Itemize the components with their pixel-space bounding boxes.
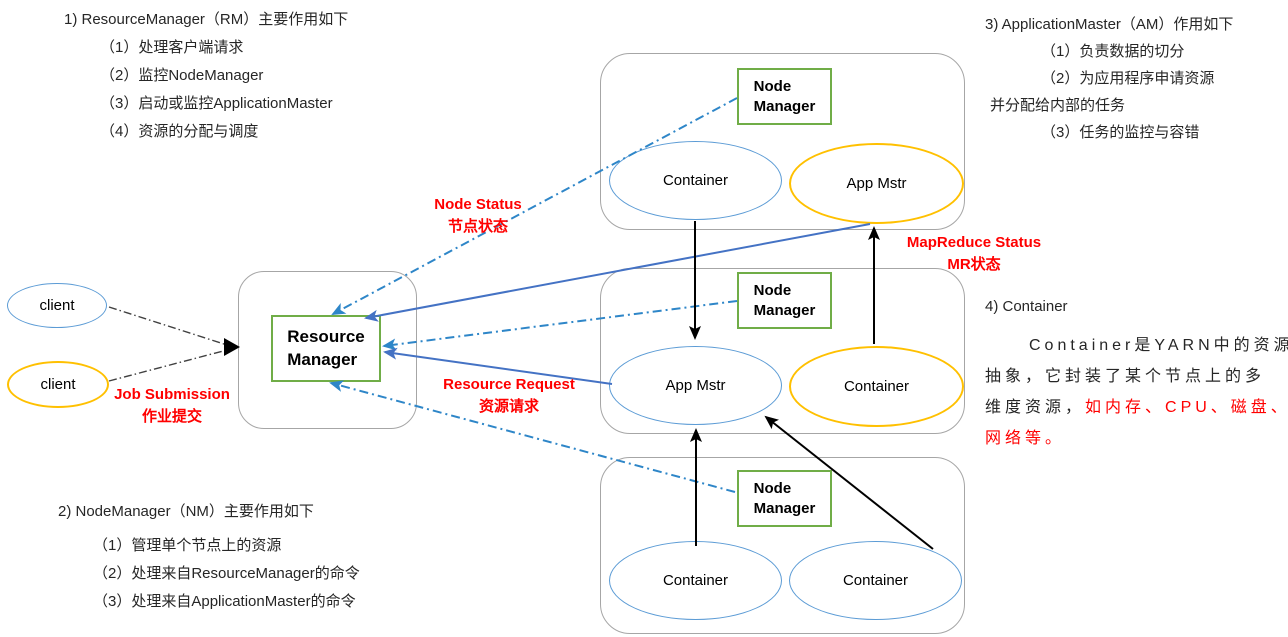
client-ellipse-top: client (7, 283, 107, 328)
applicationmaster-note-item: 并分配给内部的任务 (990, 97, 1126, 114)
container-ellipse-middle: Container (789, 346, 964, 427)
job-submission-label: Job Submission 作业提交 (96, 384, 248, 428)
resourcemanager-note-item: （1）处理客户端请求 (100, 39, 244, 56)
container-note-line: 抽象，它封装了某个节点上的多 (985, 368, 1266, 385)
container-note-heading: 4) Container (985, 298, 1068, 315)
nodemanager-note: 2) NodeManager（NM）主要作用如下 （1）管理单个节点上的资源 （… (58, 498, 360, 616)
applicationmaster-note: 3) ApplicationMaster（AM）作用如下 （1）负责数据的切分 … (985, 11, 1233, 146)
resource-request-label-en: Resource Request (443, 376, 575, 393)
app-mstr-ellipse-top: App Mstr (789, 143, 964, 224)
container-ellipse-bottom-right: Container (789, 541, 962, 620)
app-mstr-ellipse-middle: App Mstr (609, 346, 782, 425)
nodemanager-note-item: （3）处理来自ApplicationMaster的命令 (93, 593, 356, 610)
resource-request-label: Resource Request 资源请求 (425, 374, 593, 418)
nodemanager-note-item: （2）处理来自ResourceManager的命令 (93, 565, 360, 582)
container-note-line: Container是YARN中的资源 (1029, 337, 1288, 354)
mapreduce-status-label: MapReduce Status MR状态 (890, 232, 1058, 276)
applicationmaster-note-item: （1）负责数据的切分 (1041, 43, 1185, 60)
container-note-line-black: 维度资源， (985, 399, 1086, 416)
resourcemanager-note-item: （4）资源的分配与调度 (100, 123, 259, 140)
resourcemanager-note-heading: 1) ResourceManager（RM）主要作用如下 (64, 11, 349, 28)
job-submission-line-top (108, 306, 228, 346)
job-submission-line-bottom (108, 349, 228, 382)
job-submission-label-zh: 作业提交 (141, 408, 202, 425)
node-status-label-en: Node Status (434, 196, 522, 213)
applicationmaster-note-heading: 3) ApplicationMaster（AM）作用如下 (985, 16, 1234, 33)
resourcemanager-note-item: （2）监控NodeManager (100, 67, 264, 84)
node-manager-box-top: Node Manager (737, 68, 832, 125)
nodemanager-note-item: （1）管理单个节点上的资源 (93, 537, 282, 554)
resourcemanager-note: 1) ResourceManager（RM）主要作用如下 （1）处理客户端请求 … (64, 6, 348, 146)
node-status-label-zh: 节点状态 (447, 218, 508, 235)
container-ellipse-bottom-left: Container (609, 541, 782, 620)
applicationmaster-note-item: （2）为应用程序申请资源 (1041, 70, 1215, 87)
container-note-line: 维度资源，如内存、CPU、磁盘、 (985, 392, 1288, 423)
resource-manager-box: Resource Manager (271, 315, 381, 382)
node-status-label: Node Status 节点状态 (405, 194, 551, 238)
client-ellipse-bottom: client (7, 361, 109, 408)
node-manager-box-middle: Node Manager (737, 272, 832, 329)
node-manager-box-bottom: Node Manager (737, 470, 832, 527)
nodemanager-note-heading: 2) NodeManager（NM）主要作用如下 (58, 503, 314, 520)
container-note-line-red: 网络等。 (985, 430, 1066, 447)
container-note-line-red: 如内存、CPU、磁盘、 (1085, 399, 1288, 416)
resource-request-label-zh: 资源请求 (478, 398, 539, 415)
mapreduce-status-label-zh: MR状态 (947, 256, 1001, 273)
mapreduce-status-label-en: MapReduce Status (906, 234, 1042, 251)
applicationmaster-note-item: （3）任务的监控与容错 (1041, 124, 1200, 141)
container-note: 4) Container Container是YARN中的资源 抽象，它封装了某… (985, 296, 1288, 454)
resourcemanager-note-item: （3）启动或监控ApplicationMaster (100, 95, 333, 112)
job-submission-label-en: Job Submission (114, 386, 230, 403)
container-ellipse-top: Container (609, 141, 782, 220)
